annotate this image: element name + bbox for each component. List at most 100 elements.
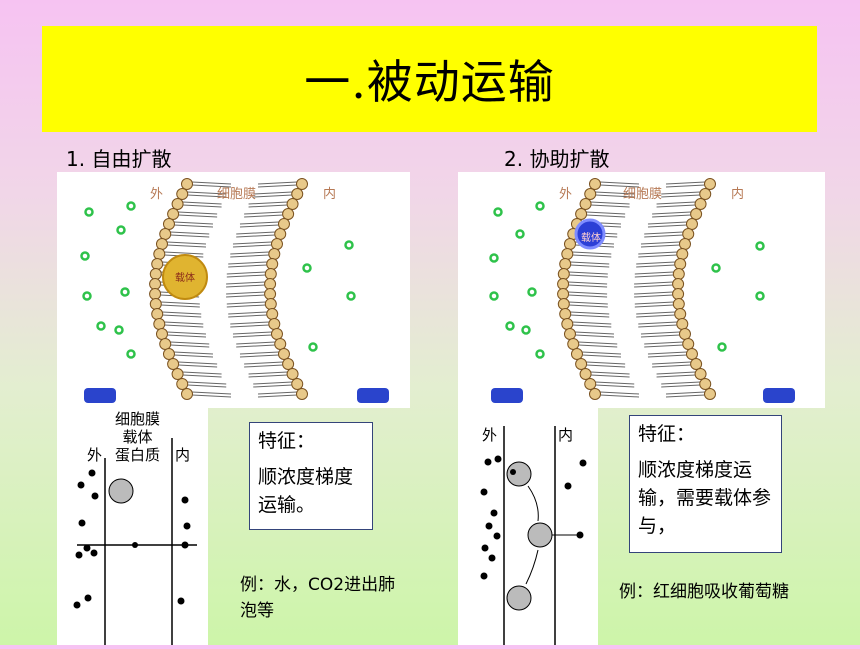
molecule <box>84 207 94 217</box>
lipid-head <box>264 268 277 280</box>
schematic-diagram <box>73 438 197 645</box>
molecule <box>489 291 499 301</box>
molecule <box>308 342 318 352</box>
molecule <box>126 349 136 359</box>
lipid-tail <box>228 264 268 268</box>
feature-title: 特征： <box>258 430 316 452</box>
lipid-tail <box>253 384 293 388</box>
lipid-head <box>557 278 570 290</box>
lipid-head <box>579 368 592 380</box>
lipid-tail <box>581 354 621 358</box>
lipid-head <box>171 368 184 380</box>
molecule <box>493 207 503 217</box>
lipid-tail <box>226 284 266 288</box>
lipid-tail <box>665 394 706 398</box>
lipid-head <box>264 298 277 310</box>
lipid-tail <box>162 314 202 318</box>
lipid-tail <box>638 321 678 325</box>
play-button[interactable] <box>84 388 116 403</box>
lipid-tail <box>182 201 222 205</box>
schematic-line3: 蛋白质 <box>115 446 161 464</box>
lipid-tail <box>574 331 615 335</box>
lipid-head <box>557 268 570 280</box>
molecule <box>96 321 106 331</box>
lipid-tail <box>236 234 276 238</box>
lipid-head <box>674 308 687 320</box>
lipid-tail <box>634 281 674 285</box>
lipid-head <box>561 248 574 260</box>
lipid-tail <box>652 214 692 218</box>
lipid-head <box>589 388 601 400</box>
carrier-label: 载体 <box>581 233 601 244</box>
lipid-head <box>153 318 166 330</box>
lipid-tail <box>570 261 610 265</box>
lipid-tail <box>166 331 207 335</box>
molecule <box>717 342 727 352</box>
lipid-tail <box>191 184 232 188</box>
lipid-head <box>672 278 685 290</box>
membrane-diagram <box>489 178 765 400</box>
lipid-tail <box>647 224 687 228</box>
lipid-head <box>557 288 570 300</box>
lipid-tail <box>244 361 284 365</box>
lipid-tail <box>661 194 701 198</box>
lipid-tail <box>638 251 678 255</box>
lipid-head <box>296 388 308 400</box>
play-button[interactable] <box>491 388 523 403</box>
lipid-tail <box>661 384 701 388</box>
membrane-diagram <box>80 178 356 400</box>
lipid-tail <box>568 284 608 288</box>
schematic-free-diffusion: 细胞膜 载体 蛋白质 外 内 <box>57 408 208 645</box>
lipid-head <box>575 358 588 370</box>
molecule <box>755 291 765 301</box>
lipid-tail <box>244 214 284 218</box>
molecule <box>505 321 515 331</box>
lipid-head <box>171 198 184 210</box>
example-free: 例：水，CO2进出肺泡等 <box>240 575 396 621</box>
lipid-tail <box>665 181 706 185</box>
lipid-tail <box>640 334 681 338</box>
lipid-head <box>699 188 712 200</box>
lipid-head <box>690 208 703 220</box>
molecule <box>527 287 537 297</box>
next-button[interactable] <box>357 388 389 403</box>
molecule <box>755 241 765 251</box>
lipid-tail <box>652 364 692 368</box>
molecule <box>535 201 545 211</box>
inside-label: 内 <box>731 187 745 202</box>
lipid-tail <box>640 241 681 245</box>
lipid-tail <box>248 371 288 375</box>
lipid-head <box>181 178 193 190</box>
schematic-outside: 外 <box>482 426 498 444</box>
lipid-head <box>270 238 283 250</box>
lipid-tail <box>578 344 618 348</box>
lipid-tail <box>599 184 640 188</box>
molecule <box>711 263 721 273</box>
page-title: 一.被动运输 <box>304 55 555 109</box>
lipid-head <box>678 328 691 340</box>
lipid-head <box>264 278 277 290</box>
lipid-tail <box>239 351 279 355</box>
lipid-tail <box>239 221 279 225</box>
lipid-head <box>291 188 304 200</box>
lipid-tail <box>257 181 298 185</box>
lipid-tail <box>182 374 222 378</box>
lipid-tail <box>226 271 266 275</box>
lipid-head <box>149 278 162 290</box>
lipid-head <box>584 378 597 390</box>
lipid-head <box>149 288 162 300</box>
lipid-head <box>559 258 572 270</box>
lipid-tail <box>232 331 273 335</box>
lipid-head <box>704 388 716 400</box>
lipid-head <box>268 318 281 330</box>
lipid-tail <box>661 381 701 385</box>
lipid-tail <box>634 274 674 278</box>
lipid-head <box>676 318 689 330</box>
lipid-head <box>153 248 166 260</box>
next-button[interactable] <box>763 388 795 403</box>
molecule <box>521 325 531 335</box>
lipid-head <box>682 338 695 350</box>
lipid-tail <box>578 341 618 345</box>
lipid-tail <box>570 264 610 268</box>
lipid-head <box>676 248 689 260</box>
